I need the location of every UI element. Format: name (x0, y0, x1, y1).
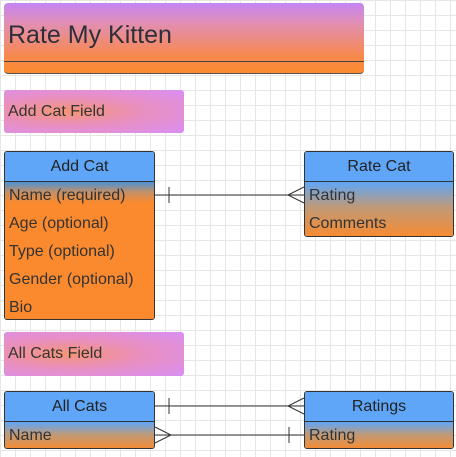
ratings-header: Ratings (305, 392, 453, 422)
add-cat-row-type: Type (optional) (9, 243, 115, 260)
ratings-body: Rating (305, 422, 453, 448)
many-marker (286, 186, 305, 204)
add-cat-entity[interactable]: Add Cat Name (required) Age (optional) T… (4, 151, 155, 320)
rate-cat-row-rating: Rating (309, 187, 356, 204)
add-cat-header: Add Cat (5, 152, 154, 182)
connector-allcats-ratings-top[interactable] (155, 397, 305, 415)
page-title: Rate My Kitten (8, 21, 172, 49)
title-banner: Rate My Kitten (4, 3, 364, 74)
rate-cat-header: Rate Cat (305, 152, 453, 182)
add-cat-row-bio: Bio (9, 299, 33, 316)
add-cat-row-gender: Gender (optional) (9, 271, 134, 288)
rate-cat-row-comments: Comments (309, 215, 387, 232)
all-cats-entity[interactable]: All Cats Name (4, 391, 155, 449)
connector-addcat-ratecat[interactable] (155, 186, 305, 204)
connector-allcats-ratings-bottom[interactable] (154, 426, 304, 444)
rate-cat-entity[interactable]: Rate Cat Rating Comments (304, 151, 454, 237)
add-cat-row-name: Name (required) (9, 187, 126, 204)
many-marker (286, 397, 305, 415)
add-cat-field-label[interactable]: Add Cat Field (4, 90, 184, 133)
title-underline (4, 61, 364, 62)
all-cats-header: All Cats (5, 392, 154, 422)
add-cat-row-age: Age (optional) (9, 215, 109, 232)
all-cats-body: Name (5, 422, 154, 448)
many-marker (154, 426, 173, 444)
all-cats-row-name: Name (9, 427, 52, 444)
add-cat-body: Name (required) Age (optional) Type (opt… (5, 182, 154, 319)
all-cats-field-label[interactable]: All Cats Field (4, 332, 184, 376)
ratings-row-rating: Rating (309, 427, 356, 444)
ratings-entity[interactable]: Ratings Rating (304, 391, 454, 449)
rate-cat-body: Rating Comments (305, 182, 453, 236)
